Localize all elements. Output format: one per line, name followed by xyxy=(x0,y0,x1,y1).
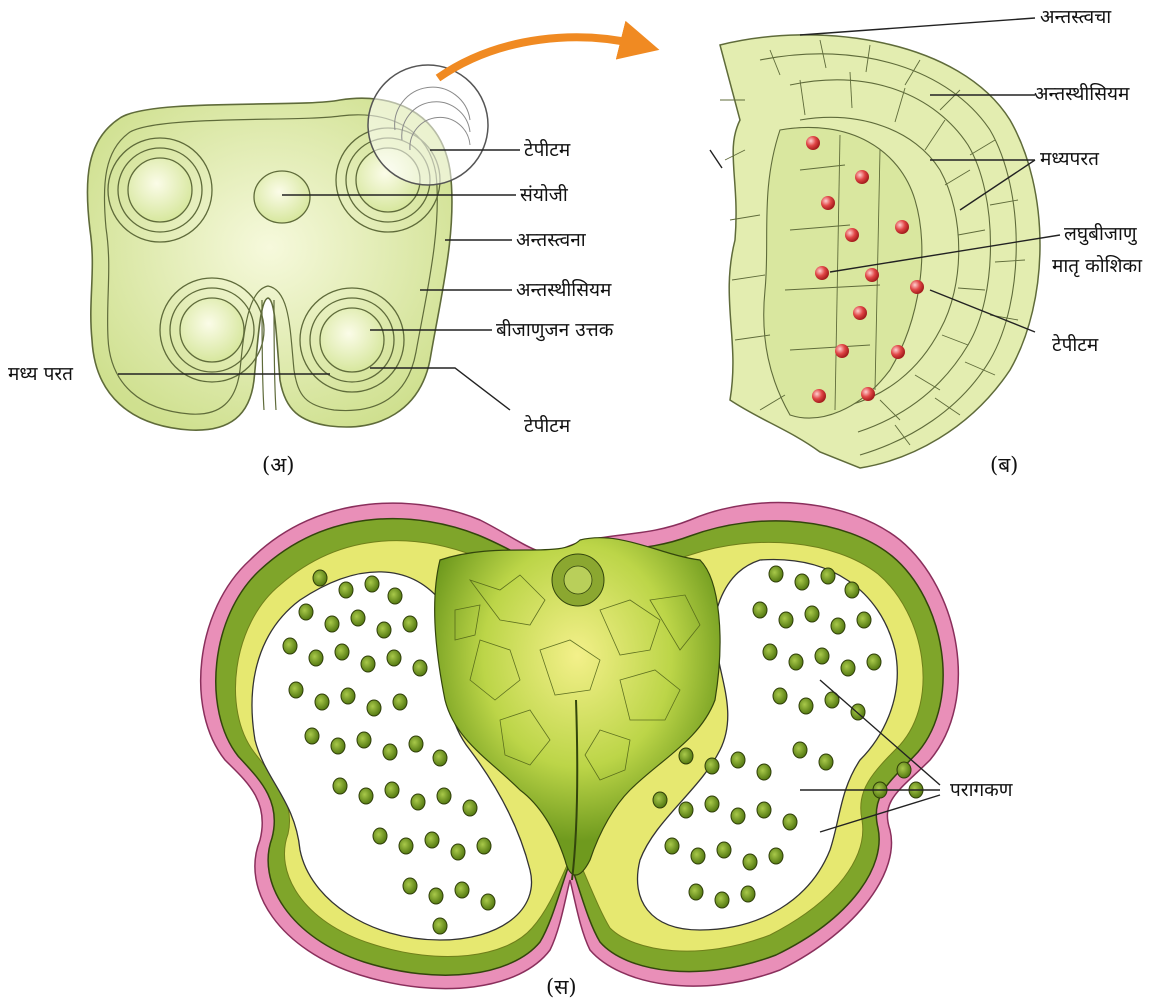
zoom-arrow xyxy=(438,37,640,78)
caption-b: (ब) xyxy=(990,453,1018,477)
label-mmc-line2: मातृ कोशिका xyxy=(1052,254,1143,278)
panel-b-wall-section: अन्तस्त्वचा अन्तस्थीसियम मध्यपरत लघुबीजा… xyxy=(710,6,1143,477)
panel-c-mature-anther: परागकण (स) xyxy=(201,503,1013,999)
label-pollen: परागकण xyxy=(950,779,1013,801)
label-tapetum-a-top: टेपीटम xyxy=(524,138,571,161)
label-tapetum-a-bottom: टेपीटम xyxy=(524,414,571,437)
label-epidermis-a: अन्तस्त्वना xyxy=(516,229,587,251)
label-endothecium-b: अन्तस्थीसियम xyxy=(1034,82,1130,105)
label-tapetum-b: टेपीटम xyxy=(1052,333,1099,356)
connective-tissue xyxy=(254,171,310,223)
magnifier-circle xyxy=(368,65,488,185)
label-epidermis-b: अन्तस्त्वचा xyxy=(1040,6,1112,28)
caption-c: (स) xyxy=(546,975,577,999)
label-sporogenous: बीजाणुजन उत्तक xyxy=(496,318,614,342)
label-mmc-line1: लघुबीजाणु xyxy=(1064,222,1138,246)
label-connective: संयोजी xyxy=(520,183,569,206)
caption-a: (अ) xyxy=(262,453,294,477)
label-middle-layer-a: मध्य परत xyxy=(8,363,74,385)
label-middle-layer-b: मध्यपरत xyxy=(1040,148,1100,170)
label-endothecium-a: अन्तस्थीसियम xyxy=(516,278,612,301)
panel-a-anther: टेपीटम संयोजी अन्तस्त्वना अन्तस्थीसियम ब… xyxy=(8,37,640,477)
